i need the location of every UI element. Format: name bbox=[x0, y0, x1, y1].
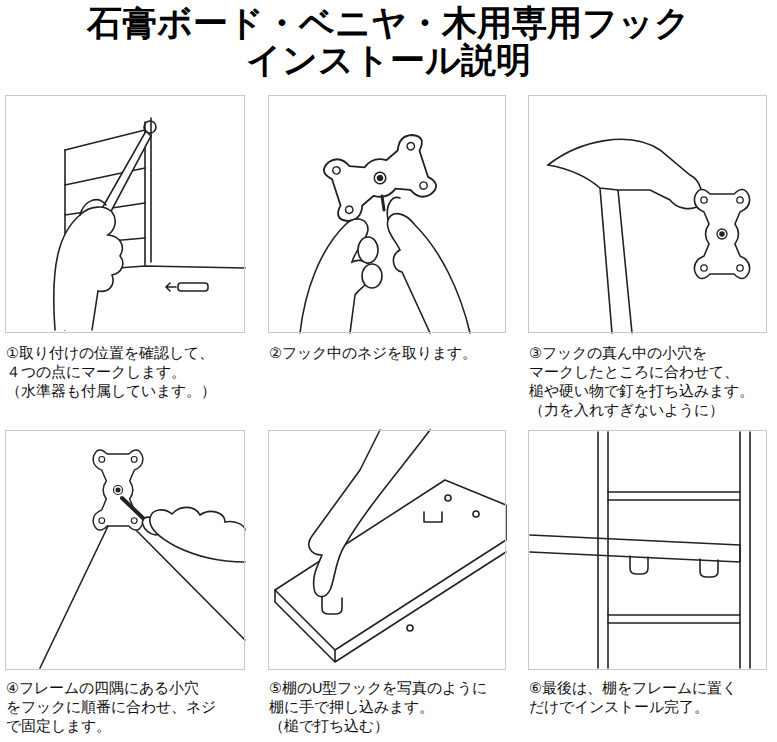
line-art bbox=[387, 214, 470, 333]
step-panel: ②フック中のネジを取ります。 bbox=[268, 95, 506, 333]
line-art bbox=[178, 283, 208, 291]
line-art bbox=[630, 556, 648, 574]
step-panel: ③フックの真ん中の小穴を マークしたところに合わせて、 槌や硬い物で釘を打ち込み… bbox=[528, 95, 767, 333]
line-art bbox=[598, 432, 750, 668]
line-art bbox=[387, 197, 400, 220]
step-panel: ④フレームの四隅にある小穴 をフックに順番に合わせ、ネジ で固定します。 bbox=[5, 430, 245, 670]
line-art bbox=[530, 535, 740, 562]
line-art bbox=[424, 512, 442, 522]
line-art bbox=[445, 495, 451, 501]
shelf-hook-art bbox=[275, 430, 506, 662]
step-text: ④フレームの四隅にある小穴 をフックに順番に合わせ、ネジ で固定します。 bbox=[6, 679, 254, 736]
hammer-art bbox=[548, 139, 750, 333]
step-text: ⑥最後は、棚をフレームに置く だけでインストール完了。 bbox=[529, 679, 777, 717]
step-caption: ⑤棚のU型フックを写真のように 棚に手で押し込みます。（槌で打ち込む） bbox=[269, 679, 517, 736]
step-caption: ③フックの真ん中の小穴を マークしたところに合わせて、 槌や硬い物で釘を打ち込み… bbox=[529, 344, 777, 419]
line-art bbox=[100, 131, 151, 217]
line-art bbox=[54, 207, 123, 330]
step-text: ②フック中のネジを取ります。 bbox=[269, 344, 517, 363]
finished-shelf-art bbox=[530, 432, 750, 668]
line-art bbox=[166, 283, 176, 291]
line-art bbox=[80, 200, 106, 215]
step-caption: ①取り付けの位置を確認して、 ４つの点にマークします。（水準器も付属しています。… bbox=[6, 344, 254, 401]
line-art bbox=[150, 507, 245, 562]
line-art bbox=[275, 480, 506, 650]
line-art bbox=[694, 189, 749, 278]
line-art bbox=[322, 594, 342, 614]
step-text: ③フックの真ん中の小穴を マークしたところに合わせて、 槌や硬い物で釘を打ち込み… bbox=[529, 344, 777, 401]
step-caption: ②フック中のネジを取ります。 bbox=[269, 344, 517, 363]
step-note: （水準器も付属しています。） bbox=[6, 382, 254, 401]
line-art bbox=[358, 237, 378, 263]
line-art bbox=[548, 139, 702, 208]
line-art bbox=[600, 188, 632, 333]
step-note: （槌で打ち込む） bbox=[269, 717, 517, 736]
step-note: （力を入れすぎないように） bbox=[529, 401, 777, 420]
screw-frame-art bbox=[40, 450, 245, 668]
line-art bbox=[382, 196, 384, 210]
remove-screw-art bbox=[300, 132, 470, 333]
line-art bbox=[321, 132, 438, 224]
line-art bbox=[362, 264, 382, 288]
line-art bbox=[407, 625, 413, 631]
line-art bbox=[309, 430, 430, 597]
line-art bbox=[608, 492, 740, 623]
step-caption: ⑥最後は、棚をフレームに置く だけでインストール完了。 bbox=[529, 679, 777, 717]
line-art bbox=[700, 559, 718, 577]
step-caption: ④フレームの四隅にある小穴 をフックに順番に合わせ、ネジ で固定します。 bbox=[6, 679, 254, 736]
line-art bbox=[473, 511, 479, 517]
line-art bbox=[144, 121, 156, 133]
page-title: 石膏ボード・ベニヤ・木用専用フック インストール説明 bbox=[0, 4, 777, 78]
line-art bbox=[122, 498, 145, 520]
step-panel: ⑥最後は、棚をフレームに置く だけでインストール完了。 bbox=[528, 430, 767, 670]
line-art bbox=[275, 552, 506, 662]
mark-position-art bbox=[54, 118, 245, 330]
step-text: ①取り付けの位置を確認して、 ４つの点にマークします。 bbox=[6, 344, 254, 382]
step-panel: ①取り付けの位置を確認して、 ４つの点にマークします。（水準器も付属しています。… bbox=[5, 95, 245, 333]
step-panel: ⑤棚のU型フックを写真のように 棚に手で押し込みます。（槌で打ち込む） bbox=[268, 430, 506, 670]
step-text: ⑤棚のU型フックを写真のように 棚に手で押し込みます。 bbox=[269, 679, 517, 717]
line-art bbox=[93, 450, 143, 530]
